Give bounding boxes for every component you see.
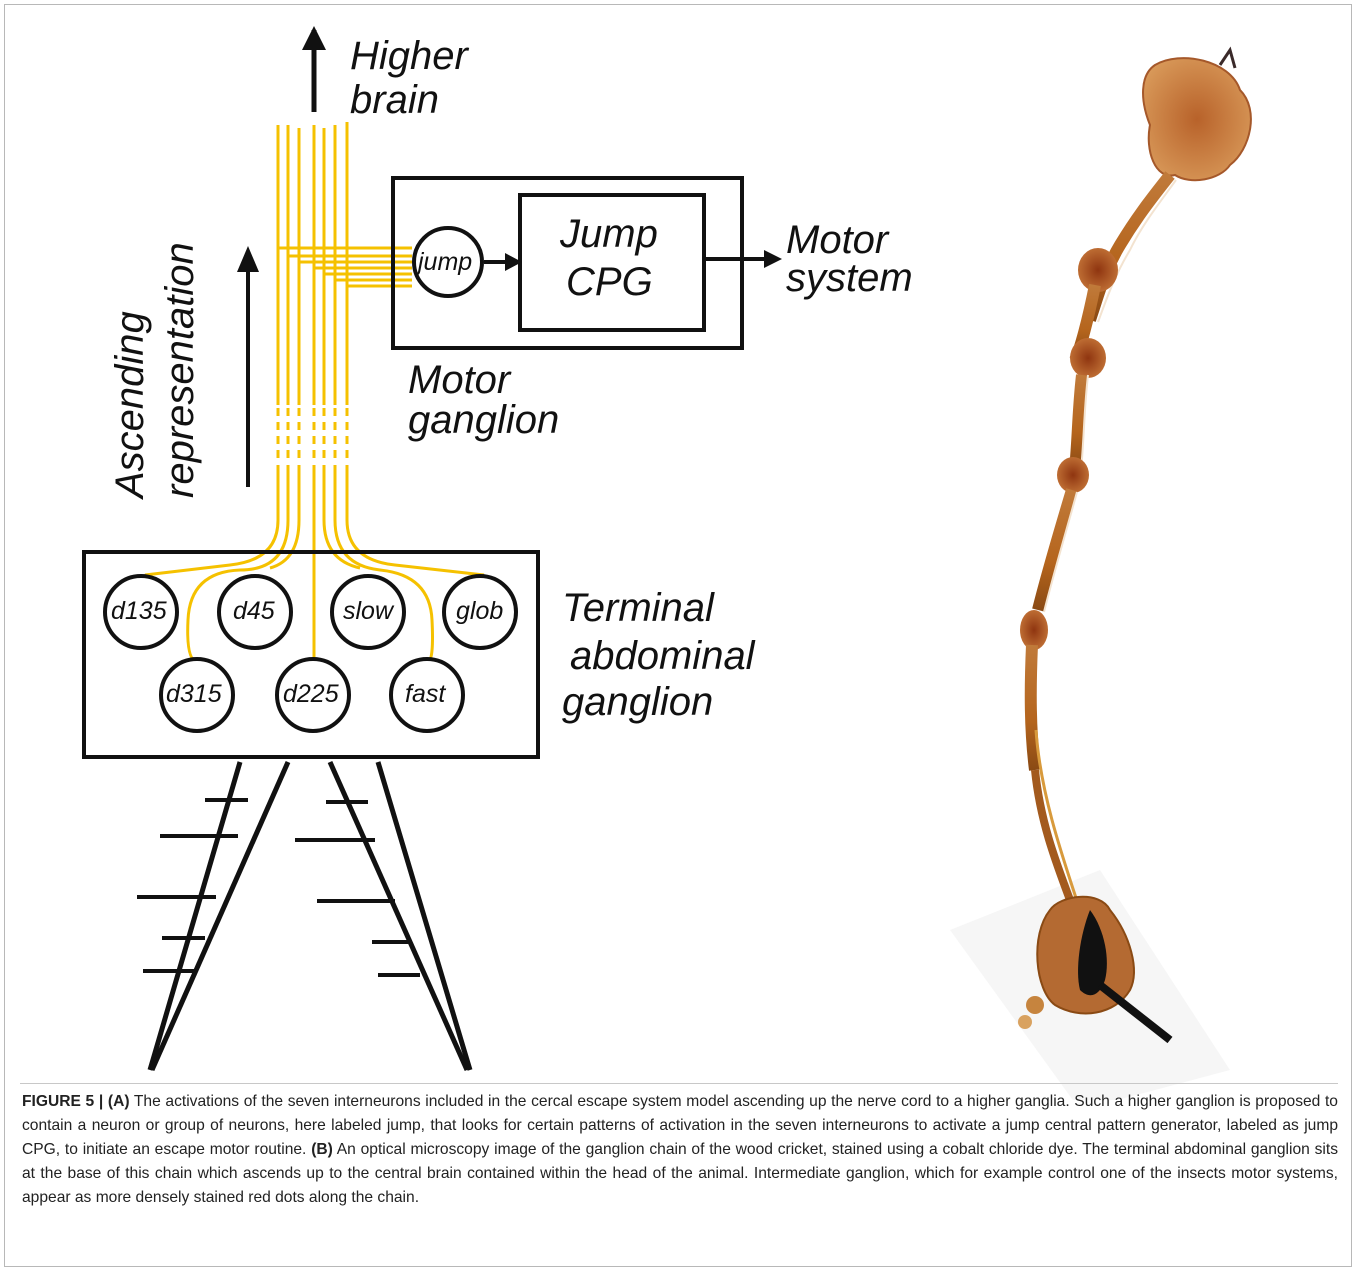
node-label-d225: d225: [283, 682, 339, 707]
terminal-label-1: Terminal: [562, 588, 714, 628]
cerci-lines: [150, 762, 470, 1070]
motor-ganglion-label-2: ganglion: [408, 400, 559, 440]
ganglion-chain-image: [930, 30, 1330, 1100]
node-label-d45: d45: [233, 599, 275, 624]
caption-b-label: (B): [311, 1141, 333, 1158]
cpg-to-motor-arrowhead: [764, 250, 782, 268]
higher-brain-arrowhead: [302, 26, 326, 50]
motor-system-label-2: system: [786, 258, 913, 298]
terminal-label-3: ganglion: [562, 682, 713, 722]
cpg-label-2: CPG: [566, 262, 653, 302]
caption-a-label: (A): [108, 1093, 130, 1110]
higher-brain-label-2: brain: [350, 80, 439, 120]
node-label-fast: fast: [405, 682, 445, 707]
cpg-label-1: Jump: [560, 214, 658, 254]
jump-node-label: jump: [418, 250, 472, 275]
motor-ganglion-label-1: Motor: [408, 360, 510, 400]
brain-head: [1143, 58, 1251, 180]
motor-system-label-1: Motor: [786, 220, 888, 260]
node-label-slow: slow: [343, 599, 393, 624]
caption-divider: [20, 1083, 1338, 1084]
panel-a-diagram: Higher brain Ascending representation ju…: [0, 0, 960, 1090]
node-label-glob: glob: [456, 599, 503, 624]
node-label-d135: d135: [111, 599, 167, 624]
higher-brain-label-1: Higher: [350, 36, 468, 76]
node-label-d315: d315: [166, 682, 222, 707]
figure-caption: FIGURE 5 | (A) The activations of the se…: [22, 1090, 1338, 1210]
terminal-label-2: abdominal: [570, 636, 755, 676]
figure-number: FIGURE 5 |: [22, 1093, 108, 1110]
ascending-arrowhead: [237, 246, 259, 272]
ascending-label-1: Ascending: [110, 311, 150, 498]
cercal-hairs: [137, 800, 420, 975]
panel-b-microscopy-image: [930, 30, 1330, 1100]
diagram-svg: [0, 0, 960, 1090]
ascending-label-2: representation: [160, 242, 200, 498]
